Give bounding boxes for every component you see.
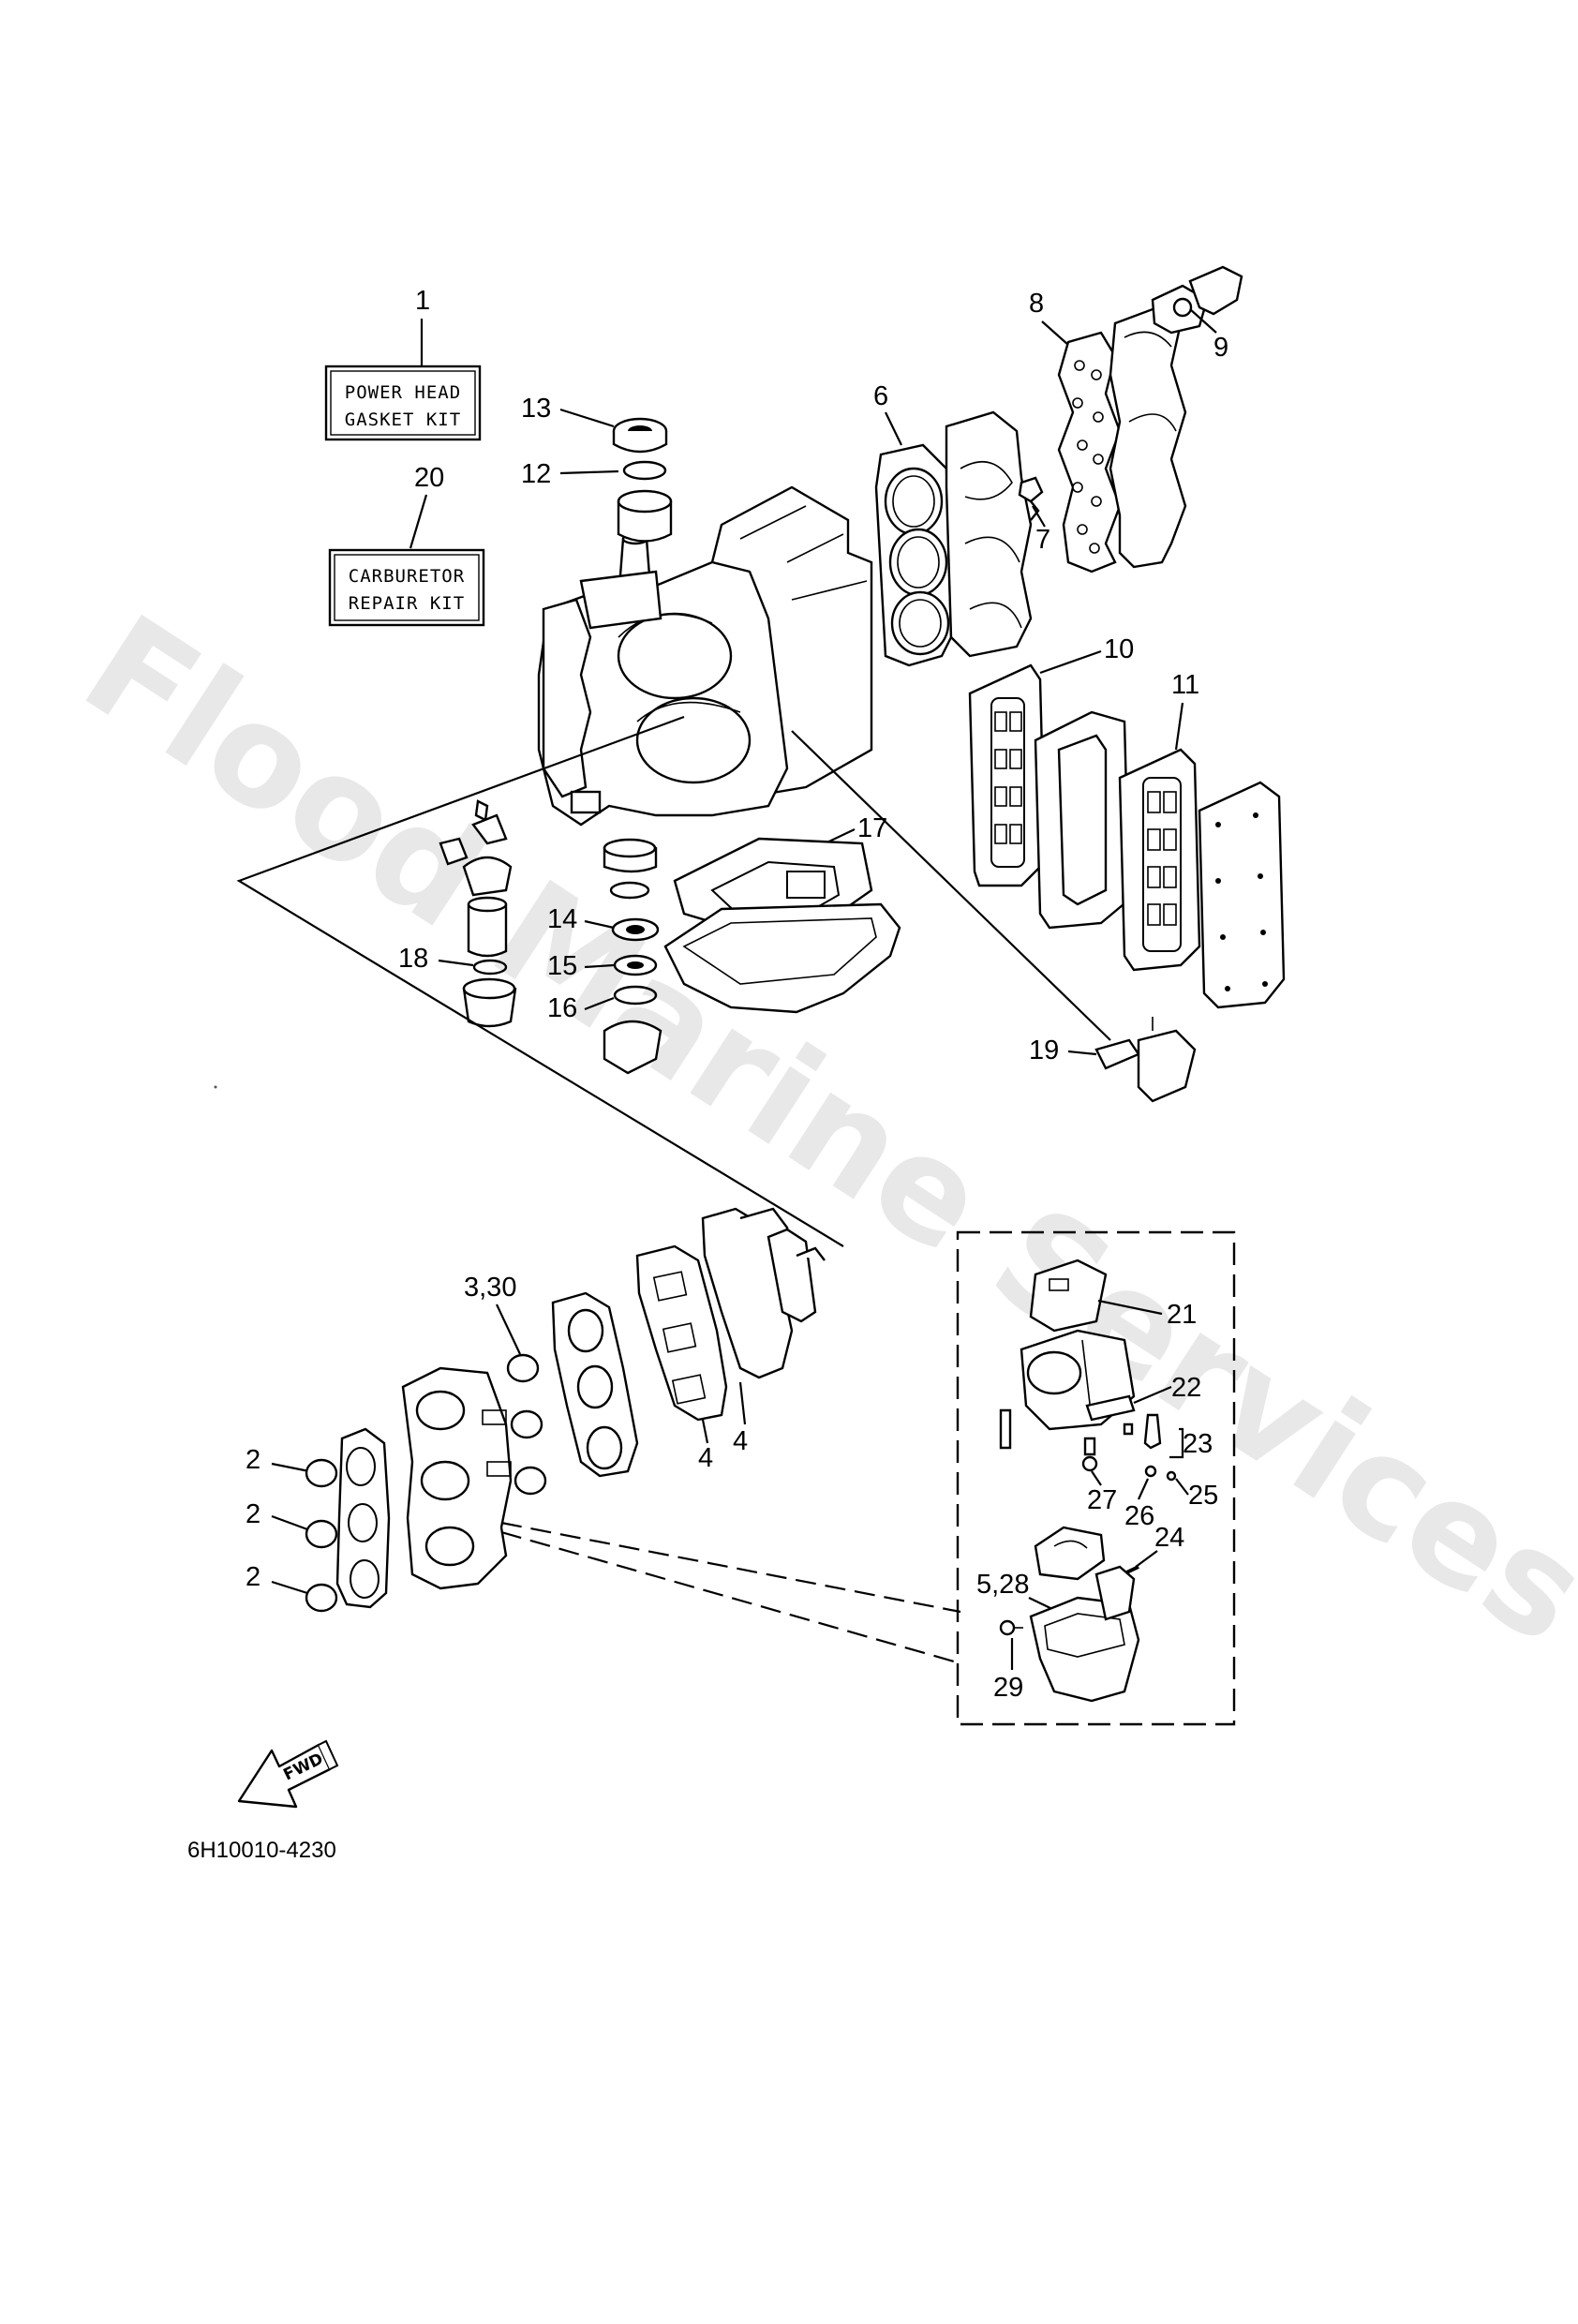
leader-lines — [236, 715, 1111, 1247]
cylinder-head — [945, 410, 1033, 658]
crank-seal-parts: 13 12 — [521, 394, 673, 543]
callout-29: 29 — [993, 1673, 1023, 1703]
callout-18: 18 — [398, 944, 428, 974]
callout-11: 11 — [1171, 670, 1199, 700]
callout-10: 10 — [1104, 634, 1134, 664]
callout-20: 20 — [414, 463, 444, 493]
callout-9: 9 — [1213, 333, 1228, 363]
callout-21: 21 — [1167, 1300, 1197, 1330]
part-code: 6H10010-4230 — [187, 1838, 336, 1863]
callout-19: 19 — [1029, 1035, 1059, 1065]
callout-6: 6 — [873, 381, 888, 411]
part-9: 9 — [1151, 265, 1243, 363]
head-gasket-6: 6 — [873, 381, 953, 667]
head-cover-gasket-8: 8 — [1029, 289, 1122, 574]
callout-24: 24 — [1154, 1523, 1184, 1553]
callout-2b: 2 — [246, 1499, 261, 1529]
callout-4b: 4 — [733, 1426, 748, 1456]
carburetor-box: 21 22 23 27 26 25 24 5,28 — [956, 1230, 1236, 1726]
power-head-block — [537, 485, 873, 827]
fuel-pump-19: 19 — [1029, 1017, 1197, 1103]
callout-2c: 2 — [246, 1562, 261, 1592]
callout-25: 25 — [1188, 1481, 1218, 1511]
callout-27: 27 — [1087, 1485, 1117, 1515]
callout-3-30: 3,30 — [464, 1273, 516, 1303]
power-head-gasket-kit: 1 POWER HEAD GASKET KIT — [324, 286, 482, 441]
callout-2a: 2 — [246, 1445, 261, 1475]
callout-5-28: 5,28 — [976, 1570, 1029, 1600]
callout-23: 23 — [1183, 1429, 1213, 1459]
callout-8: 8 — [1029, 289, 1044, 319]
part-7: 7 — [1018, 476, 1050, 555]
exhaust-gasket-11: 11 — [1118, 670, 1201, 972]
kit-20-line1: CARBURETOR — [349, 566, 465, 587]
callout-4a: 4 — [698, 1443, 713, 1473]
callout-17: 17 — [857, 813, 887, 843]
kit-1-line1: POWER HEAD — [345, 382, 461, 403]
exhaust-plate — [1034, 710, 1131, 930]
callout-16: 16 — [547, 993, 577, 1023]
callout-14: 14 — [547, 904, 577, 934]
thermostat-stack: 18 — [398, 799, 517, 1028]
exhaust-gasket-10: 10 — [968, 634, 1134, 887]
callout-15: 15 — [547, 951, 577, 981]
callout-12: 12 — [521, 459, 551, 489]
kit-1-line2: GASKET KIT — [345, 410, 461, 430]
callout-7: 7 — [1035, 525, 1050, 555]
lower-seal-stack: 14 15 16 — [547, 838, 662, 1075]
exhaust-cover — [1198, 781, 1286, 1009]
intake-section: 4 4 3,30 2 2 2 — [246, 1207, 961, 1665]
callout-13: 13 — [521, 394, 551, 424]
kit-20-line2: REPAIR KIT — [349, 593, 465, 614]
carburetor-repair-kit: 20 CARBURETOR REPAIR KIT — [328, 463, 485, 627]
head-cover — [1109, 307, 1187, 569]
fwd-arrow-icon: FWD — [237, 1739, 339, 1809]
callout-22: 22 — [1171, 1373, 1201, 1403]
callout-26: 26 — [1124, 1501, 1154, 1531]
base-gasket-17: 17 — [663, 813, 901, 1014]
callout-1: 1 — [415, 286, 430, 316]
